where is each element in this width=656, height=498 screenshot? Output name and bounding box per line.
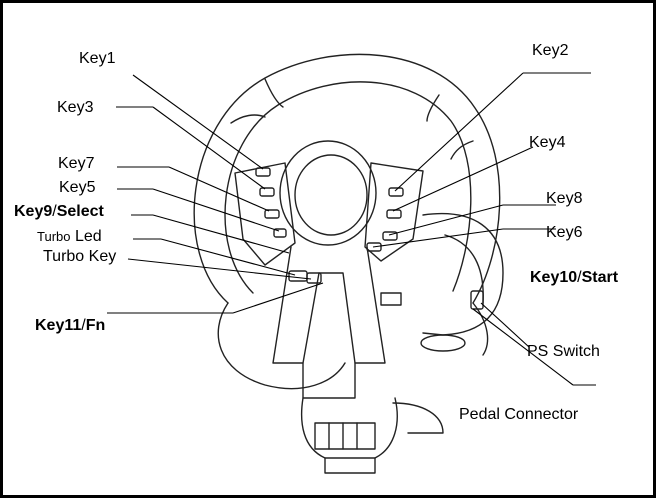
label-key7: Key7	[58, 155, 95, 172]
label-key4: Key4	[529, 134, 566, 151]
label-key6: Key6	[546, 224, 583, 241]
center-hub-outer	[279, 140, 377, 246]
right-spoke	[364, 162, 424, 262]
label-turbo-led: Turbo Led	[37, 228, 102, 246]
label-key11-fn: Key11/Fn	[35, 317, 105, 335]
wheel-rim-outer	[193, 53, 501, 304]
leader-ps-switch	[480, 302, 530, 348]
leader-turbo-key	[127, 258, 312, 280]
leader-key4	[392, 146, 534, 212]
label-key3: Key3	[57, 99, 94, 116]
label-start: Start	[581, 269, 619, 286]
center-hub-inner	[294, 154, 368, 236]
wheel-base-housing	[422, 213, 504, 336]
wheel-rim-lower	[217, 302, 346, 390]
label-key5: Key5	[59, 179, 96, 196]
leader-key1	[132, 74, 264, 170]
wheel-rim-inner	[224, 81, 472, 294]
label-slash: /	[577, 269, 582, 286]
label-key11: Key11	[35, 317, 82, 334]
label-key8: Key8	[546, 190, 583, 207]
label-turbo-key: Turbo Key	[43, 248, 117, 265]
label-pedal-connector: Pedal Connector	[459, 406, 579, 423]
label-fn: Fn	[85, 317, 106, 334]
wheel-stem	[272, 246, 386, 364]
left-spoke	[234, 162, 296, 266]
label-key10: Key10	[530, 269, 578, 286]
label-slash: /	[52, 203, 57, 220]
label-turbo-led-prefix: Turbo	[37, 229, 71, 244]
label-slash: /	[81, 317, 86, 334]
steering-wheel-illustration	[107, 53, 596, 474]
label-key10-start: Key10/Start	[530, 269, 618, 287]
label-turbo-led-word: Led	[74, 228, 102, 245]
label-ps-switch: PS Switch	[527, 343, 600, 360]
label-key9-select: Key9/Select	[14, 203, 104, 221]
label-select: Select	[56, 203, 104, 220]
label-key1: Key1	[79, 50, 116, 67]
label-key2: Key2	[532, 42, 569, 59]
table-clamp	[300, 397, 398, 459]
label-key9: Key9	[14, 203, 53, 220]
